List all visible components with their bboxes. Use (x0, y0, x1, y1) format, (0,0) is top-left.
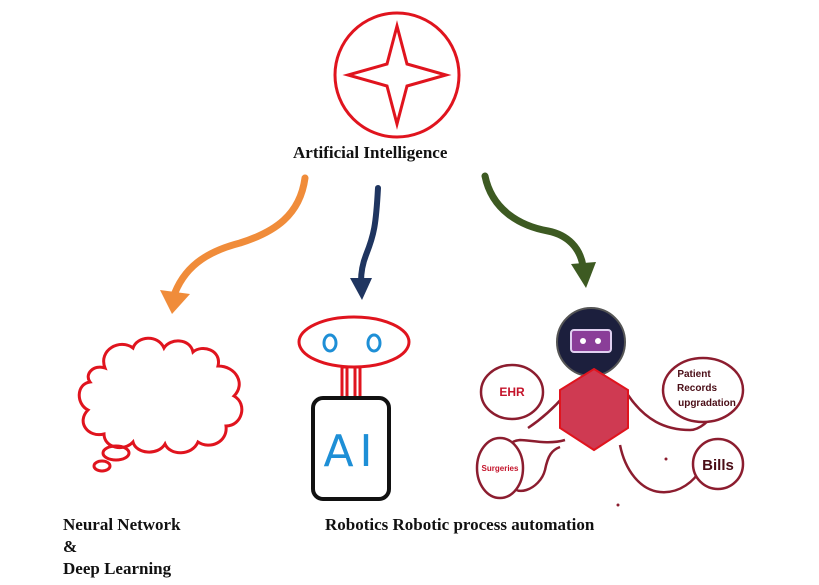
ehr-label: EHR (499, 385, 525, 399)
surgeries-node (475, 436, 525, 500)
root-label: Artificial Intelligence (293, 143, 448, 162)
arrow-to-rpa (481, 172, 596, 288)
arrow-to-robotics (350, 185, 381, 300)
records-label: Records (677, 383, 717, 394)
neural-network-line1: Neural Network (63, 515, 181, 534)
neural-network-line2: & (63, 537, 78, 556)
patient-label: Patient (677, 369, 711, 380)
ehr-node (479, 363, 545, 421)
upgradation-label: upgradation (678, 398, 736, 409)
patient-records-node (661, 356, 745, 424)
bills-label: Bills (702, 457, 734, 474)
thought-cloud-icon (77, 336, 244, 473)
bills-node (691, 437, 745, 491)
arrow-to-neural-network (160, 174, 309, 314)
robot-screen-text: AI (323, 426, 378, 477)
rpa-figure: EHR Patient Records upgradation Surgerie… (475, 307, 745, 507)
neural-network-line3: Deep Learning (63, 559, 172, 578)
neural-network-label: Neural Network & Deep Learning (63, 514, 181, 580)
ai-robot-icon: AI (297, 315, 411, 501)
rpa-body-hexagon (559, 367, 629, 452)
robotics-label: Robotics Robotic process automation (325, 515, 595, 534)
surgeries-label: Surgeries (482, 464, 519, 473)
ai-star-icon (333, 11, 461, 139)
